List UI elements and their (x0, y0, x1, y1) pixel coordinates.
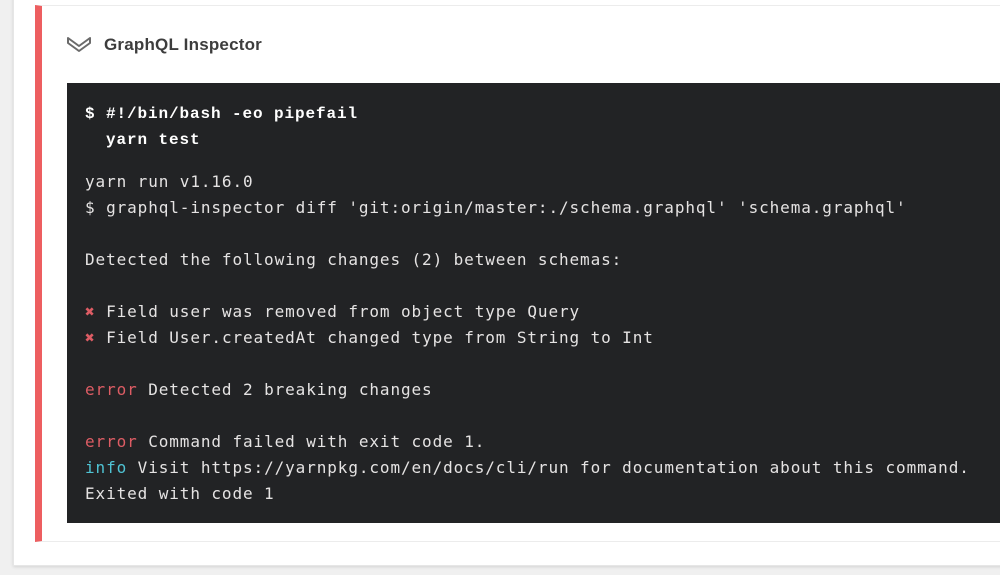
job-output-card: GraphQL Inspector $ #!/bin/bash -eo pipe… (13, 0, 1000, 566)
terminal-line: error Command failed with exit code 1. (85, 432, 486, 451)
step-title: GraphQL Inspector (104, 34, 263, 54)
chevron-double-down-icon[interactable] (65, 33, 93, 57)
terminal-line: ✖ Field user was removed from object typ… (85, 302, 581, 321)
terminal-line (85, 351, 1000, 377)
terminal-line: $ graphql-inspector diff 'git:origin/mas… (85, 198, 907, 217)
terminal-line: info Visit https://yarnpkg.com/en/docs/c… (85, 458, 970, 477)
terminal-line: Exited with code 1 (85, 484, 275, 503)
terminal-line (85, 403, 1000, 429)
terminal-output-block: yarn run v1.16.0 $ graphql-inspector diff… (85, 169, 1000, 507)
failed-step-container: GraphQL Inspector $ #!/bin/bash -eo pipe… (35, 5, 1000, 542)
terminal-line (85, 273, 1000, 299)
terminal-line: yarn run v1.16.0 (85, 172, 254, 191)
terminal-output: $ #!/bin/bash -eo pipefail yarn test yar… (67, 83, 1000, 523)
terminal-line: error Detected 2 breaking changes (85, 380, 433, 399)
terminal-line: ✖ Field User.createdAt changed type from… (85, 328, 654, 347)
terminal-line (85, 221, 1000, 247)
terminal-line: Detected the following changes (2) betwe… (85, 250, 623, 269)
step-header[interactable]: GraphQL Inspector (42, 6, 1000, 83)
terminal-command-block: $ #!/bin/bash -eo pipefail yarn test (85, 105, 359, 149)
